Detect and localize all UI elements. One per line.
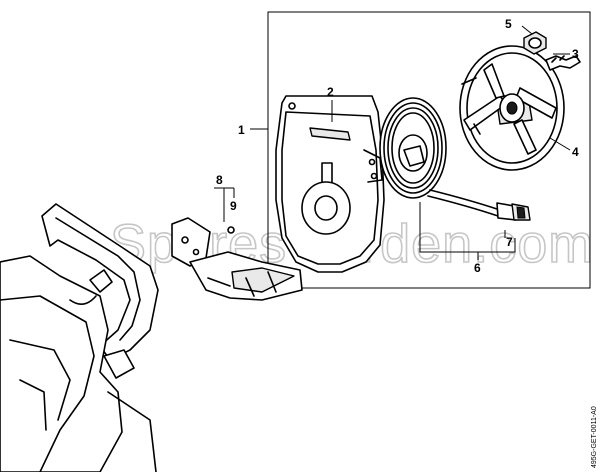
reel-housing	[275, 95, 385, 273]
document-code: 495G-GET-0011-A0	[591, 406, 598, 468]
reel-drum	[459, 45, 565, 171]
assembly-frame	[267, 11, 591, 289]
screw-9	[227, 226, 235, 234]
pressure-washer-frame	[0, 203, 159, 472]
callout-5: 5	[505, 17, 512, 31]
mounting-bracket	[171, 217, 303, 301]
callout-3: 3	[572, 47, 579, 61]
callout-4: 4	[572, 145, 579, 159]
callout-7: 7	[506, 235, 513, 249]
callout-leaders	[214, 25, 571, 260]
callout-2: 2	[327, 85, 334, 99]
callout-6: 6	[474, 261, 481, 275]
callout-8: 8	[216, 173, 223, 187]
callout-9: 9	[230, 199, 237, 213]
callout-1: 1	[238, 123, 245, 137]
clip-part	[545, 55, 581, 71]
screw-cap	[523, 31, 547, 55]
hose-coil	[379, 97, 531, 221]
